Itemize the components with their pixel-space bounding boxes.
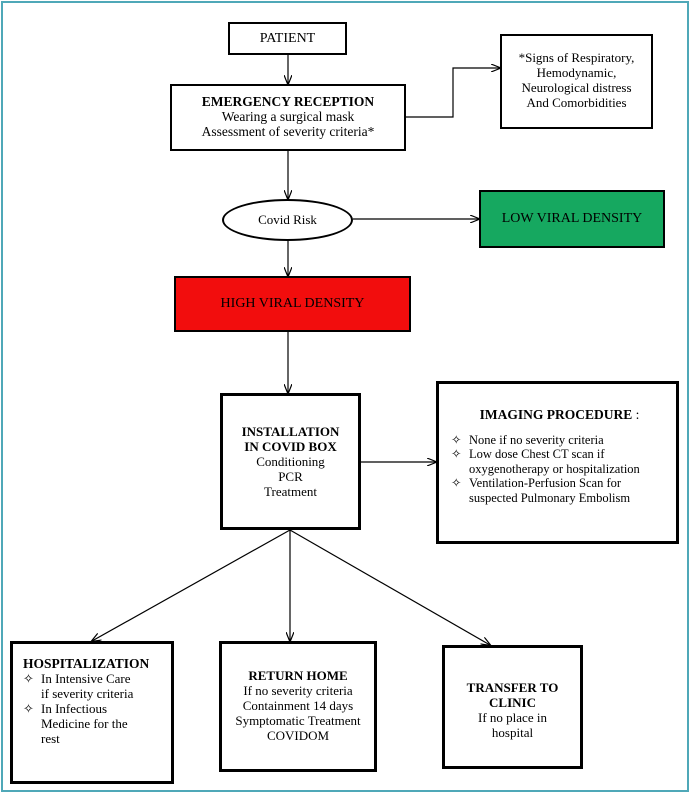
imaging-title: IMAGING PROCEDURE : <box>451 407 668 423</box>
low-viral-density-box: LOW VIRAL DENSITY <box>479 190 665 248</box>
emergency-title: EMERGENCY RECEPTION <box>201 94 375 109</box>
hospitalization-item-2-line-3: rest <box>41 731 60 746</box>
installation-line-pcr: PCR <box>278 469 303 484</box>
hospitalization-title: HOSPITALIZATION <box>23 656 150 671</box>
hospitalization-item-1-line-2: if severity criteria <box>41 686 134 701</box>
imaging-item-1-line-1: None if no severity criteria <box>469 432 604 447</box>
signs-box: *Signs of Respiratory, Hemodynamic, Neur… <box>500 34 653 129</box>
return-home-title: RETURN HOME <box>248 668 348 683</box>
installation-title-2: IN COVID BOX <box>244 439 337 454</box>
installation-box: INSTALLATION IN COVID BOX Conditioning P… <box>220 393 361 530</box>
imaging-item: ✧ None if no severity criteria <box>451 433 668 448</box>
emergency-line-severity: Assessment of severity criteria* <box>201 124 375 139</box>
imaging-item-2-line-2: oxygenotherapy or hospitalization <box>469 461 640 476</box>
diamond-bullet-icon: ✧ <box>23 671 34 686</box>
imaging-item-3-line-1: Ventilation-Perfusion Scan for <box>469 476 622 490</box>
transfer-line-2: hospital <box>491 725 534 740</box>
high-viral-density-box: HIGH VIRAL DENSITY <box>174 276 411 332</box>
signs-line-4: And Comorbidities <box>526 95 627 110</box>
transfer-line-1: If no place in <box>478 710 547 725</box>
imaging-title-text: IMAGING PROCEDURE <box>479 407 633 422</box>
patient-box: PATIENT <box>228 22 347 55</box>
transfer-title-1: TRANSFER TO <box>466 680 559 695</box>
signs-line-1: *Signs of Respiratory, <box>518 50 635 65</box>
return-home-line-3: Symptomatic Treatment <box>235 713 361 728</box>
installation-line-treatment: Treatment <box>264 484 317 499</box>
covid-risk-label: Covid Risk <box>258 212 317 227</box>
diamond-bullet-icon: ✧ <box>451 447 462 461</box>
signs-line-3: Neurological distress <box>521 80 632 95</box>
transfer-title-2: CLINIC <box>489 695 536 710</box>
hospitalization-item-2-line-2: Medicine for the <box>41 716 128 731</box>
return-home-line-1: If no severity criteria <box>243 683 353 698</box>
low-viral-density-label: LOW VIRAL DENSITY <box>501 211 643 226</box>
covid-risk-ellipse: Covid Risk <box>222 199 353 241</box>
imaging-item-2-line-1: Low dose Chest CT scan if <box>469 447 605 461</box>
return-home-line-2: Containment 14 days <box>242 698 354 713</box>
diamond-bullet-icon: ✧ <box>451 476 462 490</box>
return-home-box: RETURN HOME If no severity criteria Cont… <box>219 641 377 772</box>
installation-title-1: INSTALLATION <box>241 424 340 439</box>
signs-line-2: Hemodynamic, <box>536 65 617 80</box>
emergency-line-mask: Wearing a surgical mask <box>221 109 355 124</box>
return-home-line-4: COVIDOM <box>266 728 330 743</box>
patient-label: PATIENT <box>259 31 316 46</box>
hospitalization-item-2-line-1: In Infectious <box>41 701 108 716</box>
transfer-clinic-box: TRANSFER TO CLINIC If no place in hospit… <box>442 645 583 769</box>
emergency-reception-box: EMERGENCY RECEPTION Wearing a surgical m… <box>170 84 406 151</box>
high-viral-density-label: HIGH VIRAL DENSITY <box>220 296 365 311</box>
imaging-procedure-box: IMAGING PROCEDURE : ✧ None if no severity… <box>436 381 679 544</box>
diamond-bullet-icon: ✧ <box>23 701 34 716</box>
installation-line-conditioning: Conditioning <box>256 454 325 469</box>
diamond-bullet-icon: ✧ <box>451 432 462 447</box>
hospitalization-item-1-line-1: In Intensive Care <box>41 671 131 686</box>
imaging-item-3-line-2: suspected Pulmonary Embolism <box>469 490 631 505</box>
imaging-title-colon: : <box>632 407 640 422</box>
